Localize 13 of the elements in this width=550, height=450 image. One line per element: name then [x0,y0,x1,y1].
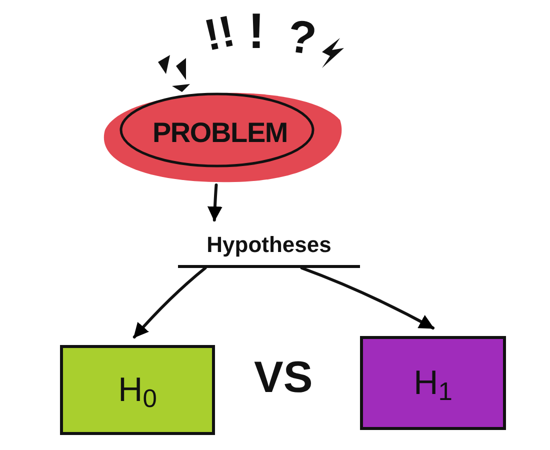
node-label: Hypotheses [206,231,332,259]
arrow [132,266,207,338]
hypothesis-box [360,336,506,430]
hypothesis-box [60,345,215,435]
node-label: H$_{1}$ [414,362,452,408]
node-label: H$_{0}$ [118,370,157,415]
arrow [207,184,222,222]
node-label: PROBLEM [152,116,288,150]
exclamation-text: ? [284,12,320,62]
arrow [300,266,434,330]
exclamation-text: VS [254,356,313,400]
exclamation-text: !! [200,9,239,59]
exclamation-text: ! [248,6,265,56]
